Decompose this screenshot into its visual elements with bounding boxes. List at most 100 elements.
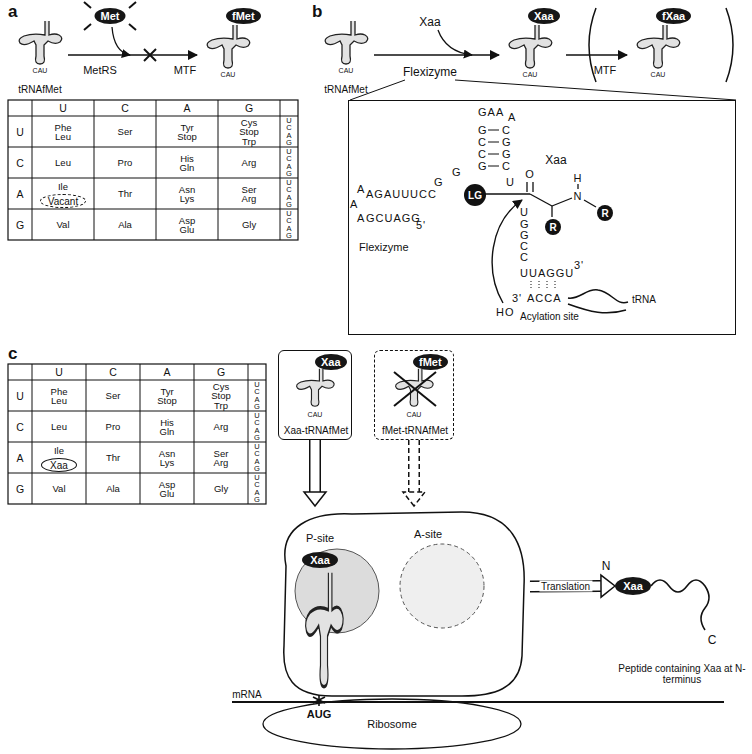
table-cell: UCAG: [254, 412, 260, 442]
codon-table: [8, 364, 266, 504]
table-cell: Asn Lys: [172, 184, 202, 203]
trna-icon: [19, 21, 680, 406]
arrow-shaft: [530, 582, 601, 591]
table-cell: Gly: [206, 484, 236, 494]
node-text: R: [549, 222, 556, 233]
base-pair: [539, 281, 540, 290]
label: mRNA: [232, 689, 261, 700]
side-group: R: [597, 205, 613, 221]
base-pair: [488, 142, 499, 143]
label: MTF: [594, 64, 617, 76]
arrow-head: [601, 575, 615, 597]
connector: [530, 575, 615, 597]
table-cell: U: [16, 126, 24, 138]
table-cell: Thr: [110, 189, 140, 199]
codon-table: [8, 178, 298, 179]
node-text: P-site: [306, 532, 334, 544]
table-cell: Tyr Stop: [172, 122, 202, 141]
table-cell: A: [16, 188, 23, 200]
table-cell: Phe Leu: [44, 386, 74, 405]
table-cell: Arg: [234, 158, 264, 168]
codon-table: [218, 100, 219, 240]
ribosome-shape: [263, 699, 521, 749]
node-text: Xaa: [623, 580, 643, 592]
ribosome-shape: [400, 544, 484, 628]
peptide-chain: [651, 580, 709, 630]
leader-line: [455, 80, 736, 100]
label: UUAGGU: [520, 267, 574, 279]
table-cell: Ser Arg: [234, 184, 264, 203]
amino-acid-oval: Xaa: [615, 577, 651, 595]
connector: [374, 54, 499, 55]
codon-table: [8, 100, 298, 504]
trna-body: [568, 290, 628, 313]
chemical-bond: [526, 182, 527, 192]
table-cell: Phe Leu: [48, 122, 78, 141]
trna-box: fMetfMet-tRNAfMet: [374, 350, 454, 440]
table-cell: Leu: [44, 422, 74, 432]
table-cell: Val: [48, 220, 78, 230]
label: A: [357, 183, 365, 195]
trna-icon: [325, 21, 368, 64]
base-pair: [531, 281, 532, 290]
ribosome-small: Ribosome: [262, 698, 522, 750]
table-cell: UCAG: [254, 381, 260, 411]
codon-table: [248, 364, 249, 504]
table-cell: U: [16, 390, 24, 402]
table-cell: UCAG: [286, 210, 292, 240]
table-cell: C: [121, 102, 129, 114]
trna-group: tRNAfMet: [318, 20, 374, 96]
codon-table: [8, 209, 298, 210]
codon-table: [8, 442, 266, 443]
label: AGAUUUCC: [366, 188, 437, 200]
node-text: Vacant: [48, 196, 78, 207]
codon-table: [8, 147, 298, 148]
chemical-bond: [577, 184, 578, 189]
label: Flexizyme: [403, 65, 457, 79]
bracket: [589, 8, 733, 82]
table-cell: A: [163, 366, 170, 378]
label: N: [574, 190, 583, 202]
table-cell: UCAG: [254, 474, 260, 504]
label: Peptide containing Xaa at N-terminus: [617, 663, 747, 685]
label: Xaa: [545, 153, 566, 167]
peptide-chain: [651, 580, 709, 630]
chemical-bond: [551, 206, 552, 217]
table-cell: U: [59, 102, 67, 114]
trna-box: XaaXaa-tRNAfMet: [278, 350, 352, 440]
arrow-line: [566, 54, 627, 56]
table-cell: His Gln: [172, 153, 202, 172]
chemical-bond: [532, 182, 533, 192]
label: 3': [574, 259, 584, 271]
table-cell: Val: [44, 484, 74, 494]
trna-body: [568, 290, 628, 313]
codon-table: [86, 364, 87, 504]
node-text: tRNAfMet: [12, 84, 68, 95]
label: tRNA: [632, 294, 656, 305]
label: 5': [416, 219, 426, 231]
acylation-arrow: [492, 200, 522, 303]
panel-letter: a: [8, 2, 17, 22]
table-cell: Tyr Stop: [152, 386, 182, 405]
panel-letter: c: [8, 344, 17, 364]
cross-mark: [84, 24, 91, 30]
amino-acid-oval: Xaa: [302, 552, 338, 568]
codon-table: [280, 100, 281, 240]
label: O: [525, 168, 535, 180]
table-cell: Ser Arg: [206, 448, 236, 467]
label: Acylation site: [520, 311, 579, 322]
codon-table: [8, 473, 266, 474]
table-cell: Leu: [48, 158, 78, 168]
mrna-strand: [232, 701, 724, 703]
table-cell: Pro: [98, 422, 128, 432]
table-cell: G: [16, 483, 24, 495]
label: CAU: [308, 411, 323, 418]
table-cell: UCAG: [286, 179, 292, 209]
base-pair: [488, 130, 499, 131]
base-pair: [488, 130, 555, 290]
codon-table: [32, 100, 33, 240]
connector: [403, 440, 425, 506]
node-text: tRNAfMet: [318, 84, 374, 95]
table-cell: Asp Glu: [152, 479, 182, 498]
table-cell: Cys Stop Trp: [206, 381, 236, 410]
